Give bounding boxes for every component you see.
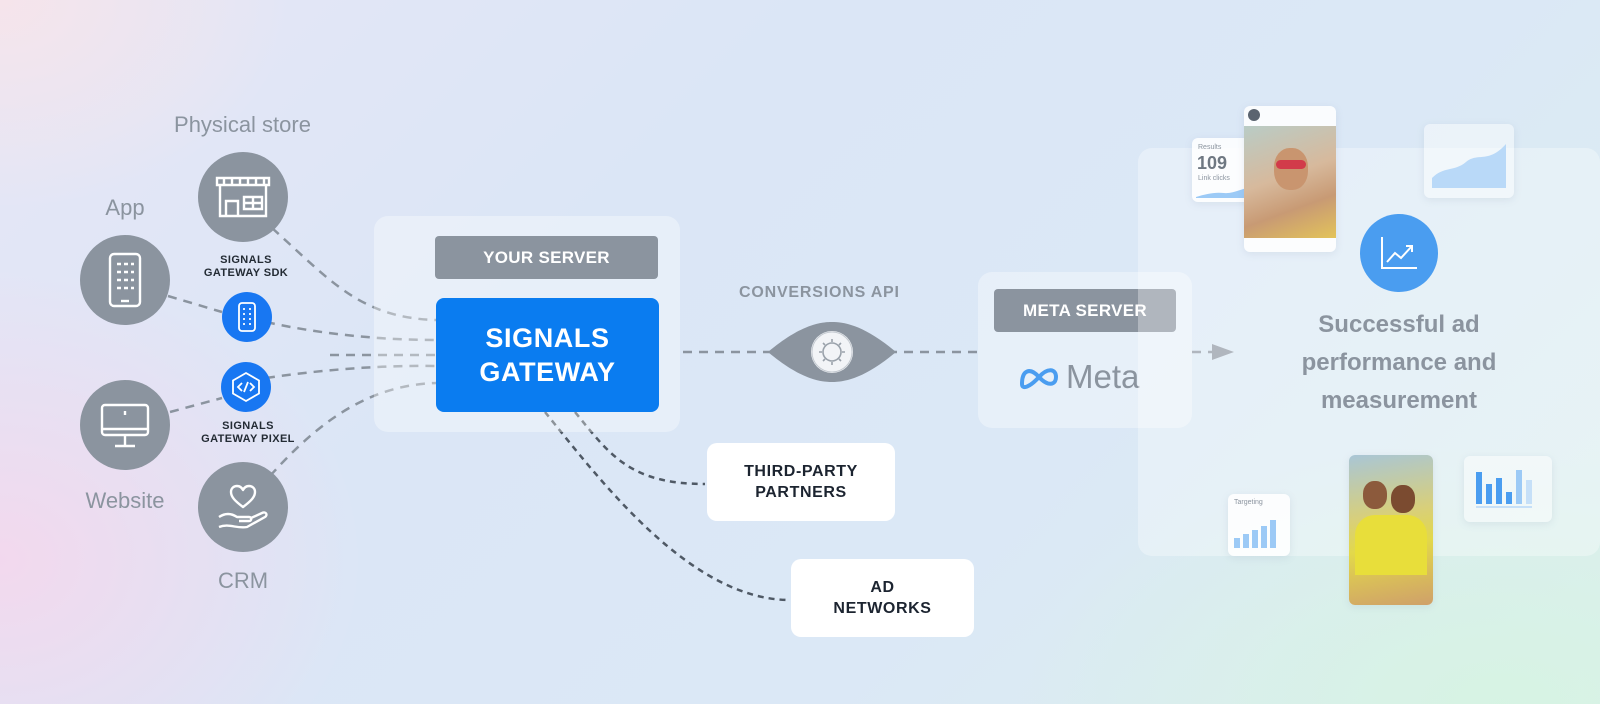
label-app: App <box>105 195 145 220</box>
post-avatar <box>1248 109 1260 121</box>
signals-gateway-sdk-node <box>222 292 272 342</box>
story-photo-card <box>1349 455 1433 605</box>
meta-brand-text: Meta <box>1066 358 1140 395</box>
meta-logo-icon <box>1019 368 1059 390</box>
result-value: 109 <box>1197 153 1228 173</box>
your-server-header: YOUR SERVER <box>435 236 658 279</box>
area-chart-card <box>1424 124 1514 198</box>
chart-line-icon <box>1381 237 1417 269</box>
ad-networks-box: AD NETWORKS <box>791 559 974 637</box>
label-signals-gateway-sdk: SIGNALS GATEWAY SDK <box>203 254 289 279</box>
conversions-api-label: CONVERSIONS API <box>739 284 900 301</box>
person-face-1 <box>1363 481 1387 509</box>
label-website: Website <box>85 488 165 513</box>
person-shirt <box>1355 515 1427 575</box>
bar-chart-card <box>1464 456 1552 522</box>
label-physical-store: Physical store <box>174 112 311 137</box>
result-title: Results <box>1198 144 1222 151</box>
person-face-2 <box>1391 485 1415 513</box>
heart-hand-icon <box>218 484 268 529</box>
analytics-node <box>1360 214 1438 292</box>
code-icon <box>232 371 260 403</box>
outcome-text: Successful ad performance and measuremen… <box>1301 311 1497 414</box>
mini-area-chart <box>1196 187 1252 198</box>
third-party-partners-box: THIRD-PARTY PARTNERS <box>707 443 895 521</box>
label-signals-gateway-pixel: SIGNALS GATEWAY PIXEL <box>201 420 295 445</box>
line-gateway-adnetworks <box>544 411 791 602</box>
crm-node <box>198 462 288 552</box>
line-app-sdk <box>167 294 223 314</box>
signals-gateway-box: SIGNALS GATEWAY <box>436 298 659 412</box>
line-store-gateway <box>271 227 437 322</box>
post-photo <box>1244 126 1336 238</box>
result-caption: Link clicks <box>1198 175 1230 182</box>
person-sunglasses <box>1276 160 1306 169</box>
phone-icon <box>108 252 142 308</box>
meta-logo: Meta <box>1018 358 1139 396</box>
line-sdk-gateway <box>265 320 437 342</box>
app-node <box>80 235 170 325</box>
bar-chart-icon <box>1234 520 1276 548</box>
monitor-icon <box>100 403 150 448</box>
physical-store-node <box>198 152 288 242</box>
line-gateway-thirdparty <box>574 411 706 486</box>
phone-icon <box>238 302 256 332</box>
bar-chart-icon <box>1476 470 1532 508</box>
line-crm-gateway <box>269 381 437 477</box>
store-icon <box>215 176 271 218</box>
targeting-card: Targeting <box>1228 494 1290 556</box>
label-crm: CRM <box>217 568 269 593</box>
arrow-right-icon <box>1212 344 1234 360</box>
person-face <box>1274 148 1308 190</box>
line-pixel-gateway <box>265 364 437 380</box>
signals-gateway-pixel-node <box>221 362 271 412</box>
photo-post-card <box>1244 106 1336 252</box>
targeting-title: Targeting <box>1234 499 1263 506</box>
meta-server-header: META SERVER <box>994 289 1176 332</box>
story-photo <box>1349 455 1433 605</box>
gear-icon <box>819 339 845 365</box>
website-node <box>80 380 170 470</box>
area-chart-icon <box>1432 144 1506 188</box>
line-website-pixel <box>169 396 223 414</box>
